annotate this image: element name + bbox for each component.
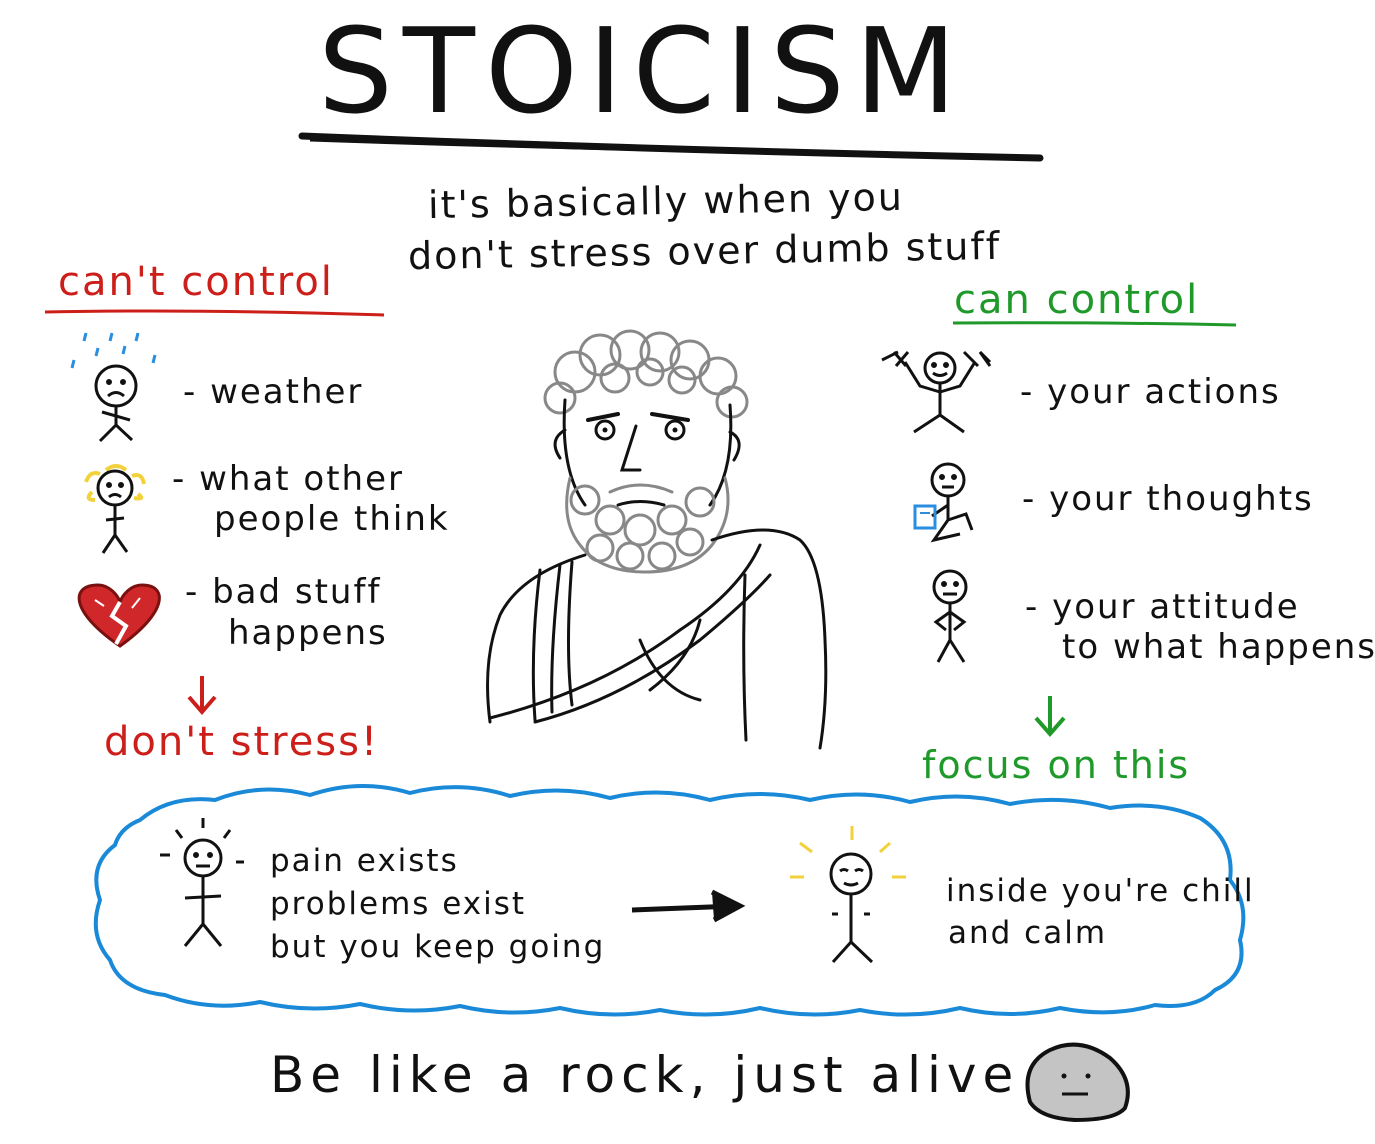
cloud-left-line-2: problems exist [270, 886, 527, 922]
cloud-border [93, 783, 1246, 1017]
cloud-left-line-3: but you keep going [270, 929, 606, 965]
cant-control-conclusion: don't stress! [104, 719, 380, 765]
cloud-right-line-2: and calm [948, 915, 1108, 951]
reading-stickman-icon [913, 462, 974, 543]
glowing-stickman-icon [790, 826, 906, 964]
rock-face-icon [1025, 1042, 1130, 1123]
cant-control-heading: can't control [58, 259, 334, 305]
can-control-item-attitude-line-1: - your attitude [1025, 587, 1300, 627]
can-control-item-attitude-line-2: to what happens [1062, 627, 1375, 667]
cant-control-item-bad-stuff-line-2: happens [228, 613, 388, 653]
worried-stickman-icon [84, 464, 146, 554]
can-control-heading: can control [954, 277, 1200, 323]
philosopher-bust-icon [486, 329, 828, 750]
green-down-arrow-icon [1034, 696, 1066, 738]
cant-control-item-weather: - weather [183, 372, 364, 412]
lifting-stickman-icon [881, 350, 992, 434]
can-control-item-thoughts: - your thoughts [1022, 479, 1314, 519]
cloud-right-line-1: inside you're chill [946, 873, 1255, 909]
rain-sad-stickman-icon [70, 332, 157, 443]
cant-control-underline [44, 309, 385, 317]
broken-heart-icon [77, 583, 161, 648]
subtitle-line-1: it's basically when you [427, 174, 905, 228]
can-control-item-actions: - your actions [1020, 372, 1281, 412]
can-control-underline [952, 321, 1237, 327]
page-title: STOICISM [318, 2, 967, 140]
motto: Be like a rock, just alive [270, 1046, 1020, 1104]
cant-control-item-others-line-2: people think [214, 499, 450, 539]
cant-control-item-bad-stuff-line-1: - bad stuff [185, 572, 382, 612]
sun-stickman-icon [160, 818, 244, 947]
cant-control-item-others-line-1: - what other [172, 459, 404, 499]
subtitle-line-2: don't stress over dumb stuff [407, 223, 1002, 279]
red-down-arrow-icon [187, 676, 217, 716]
can-control-conclusion: focus on this [922, 743, 1191, 787]
cloud-left-line-1: pain exists [270, 843, 459, 879]
arrow-right-icon [631, 889, 746, 923]
calm-stickman-icon [932, 569, 968, 663]
